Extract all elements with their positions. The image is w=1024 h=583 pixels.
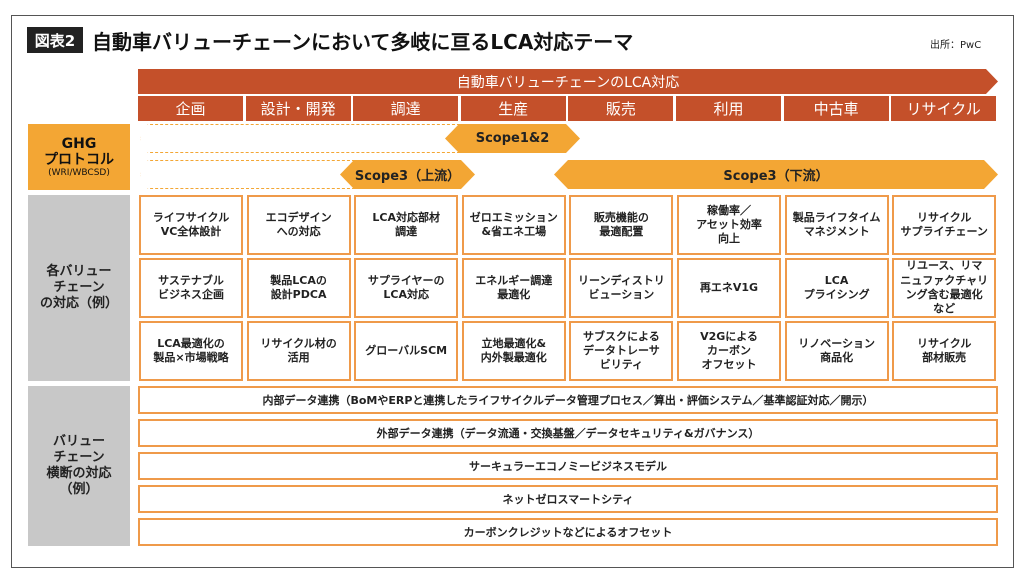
stage-3: 生産	[460, 96, 566, 121]
theme-cell: 製品ライフタイム マネジメント	[784, 195, 889, 255]
theme-cell: サステナブル ビジネス企画	[139, 258, 243, 318]
theme-cell: リーンディストリ ビューション	[569, 258, 674, 318]
theme-cell: ライフサイクル VC全体設計	[139, 195, 243, 255]
scope3-up-dashed-outline	[140, 160, 355, 189]
stage-5: 利用	[676, 96, 781, 121]
ghg-line3: (WRI/WBCSD)	[48, 167, 110, 178]
stage-0: 企画	[138, 96, 243, 121]
cross-item: 内部データ連携（BoMやERPと連携したライフサイクルデータ管理プロセス／算出・…	[138, 386, 998, 414]
cross-side-label: バリュー チェーン 横断の対応 （例）	[28, 386, 130, 546]
scope3-downstream-arrow: Scope3（下流）	[554, 160, 998, 189]
theme-cell: サプライヤーの LCA対応	[354, 258, 459, 318]
theme-cell: グローバルSCM	[354, 321, 459, 381]
figure-title: 自動車バリューチェーンにおいて多岐に亘るLCA対応テーマ	[92, 30, 634, 54]
ghg-line2: プロトコル	[44, 151, 114, 168]
stage-6: 中古車	[783, 96, 889, 121]
theme-cell: 再エネV1G	[677, 258, 781, 318]
ghg-protocol-label: GHG プロトコル (WRI/WBCSD)	[28, 124, 130, 190]
theme-cell: リユース、リマ ニュファクチャリ ング含む最適化 など	[892, 258, 997, 318]
theme-cell: 立地最適化& 内外製最適化	[461, 321, 566, 381]
cross-item: 外部データ連携（データ流通・交換基盤／データセキュリティ&ガバナンス）	[138, 419, 998, 447]
theme-cell: リサイクル 部材販売	[892, 321, 997, 381]
theme-cell: リノベーション 商品化	[784, 321, 889, 381]
theme-cell: V2Gによる カーボン オフセット	[677, 321, 781, 381]
theme-cell: リサイクル サプライチェーン	[892, 195, 997, 255]
scope12-arrow: Scope1&2	[445, 124, 580, 153]
scope12-dashed-outline	[140, 124, 460, 153]
figure-frame	[11, 15, 1014, 568]
stage-1: 設計・開発	[245, 96, 351, 121]
stage-4: 販売	[568, 96, 674, 121]
theme-cell: 販売機能の 最適配置	[569, 195, 674, 255]
cross-item: サーキュラーエコノミービジネスモデル	[138, 452, 998, 480]
theme-cell: LCA プライシング	[784, 258, 889, 318]
value-chain-header-arrow: 自動車バリューチェーンのLCA対応	[138, 69, 998, 94]
theme-cell: 製品LCAの 設計PDCA	[246, 258, 351, 318]
theme-cell: 稼働率／ アセット効率 向上	[677, 195, 781, 255]
stage-7: リサイクル	[891, 96, 997, 121]
theme-cell: エネルギー調達 最適化	[461, 258, 566, 318]
figure-label: 図表2	[27, 27, 83, 53]
scope3-upstream-arrow: Scope3（上流）	[340, 160, 475, 189]
theme-cell: LCA最適化の 製品×市場戦略	[139, 321, 243, 381]
theme-cell: ゼロエミッション &省エネ工場	[461, 195, 566, 255]
cross-item: ネットゼロスマートシティ	[138, 485, 998, 513]
cross-item: カーボンクレジットなどによるオフセット	[138, 518, 998, 546]
stage-2: 調達	[353, 96, 459, 121]
theme-cell: リサイクル材の 活用	[246, 321, 351, 381]
ghg-line1: GHG	[61, 135, 97, 152]
source-note: 出所：PwC	[930, 40, 982, 51]
theme-cell: サブスクによる データトレーサ ビリティ	[569, 321, 674, 381]
value-chain-side-label: 各バリュー チェーン の対応（例）	[28, 195, 130, 381]
theme-cell: エコデザイン への対応	[246, 195, 351, 255]
theme-cell: LCA対応部材 調達	[354, 195, 459, 255]
